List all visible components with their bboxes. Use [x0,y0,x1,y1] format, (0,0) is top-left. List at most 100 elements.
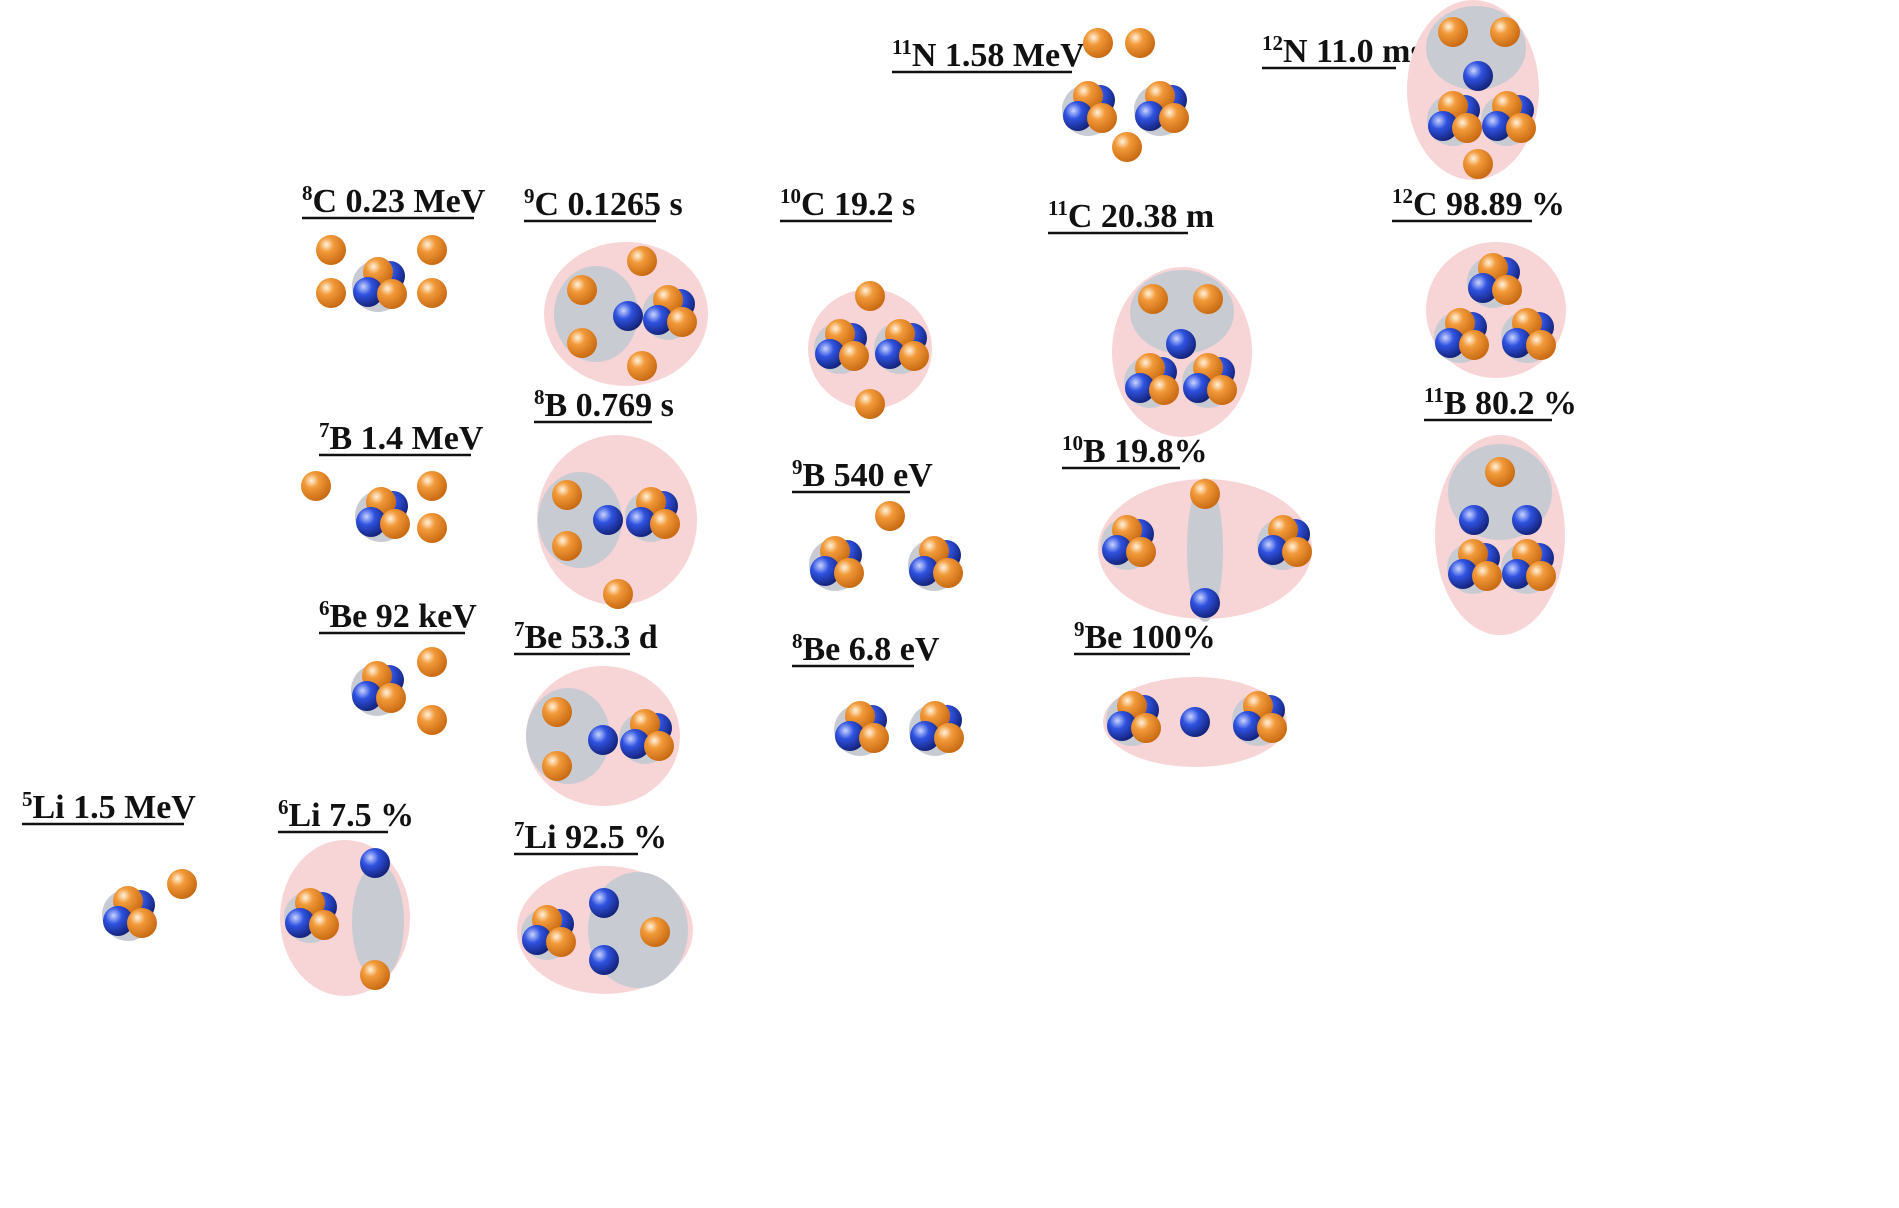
envelope [808,289,932,409]
nuclide-label-c12: 12C 98.89 % [1392,184,1565,223]
nuclide-label-text: 10B 19.8% [1062,431,1208,470]
nuclide-label-text: 11N 1.58 MeV [892,35,1085,74]
nuclide-label-be9: 9Be 100% [1074,617,1216,656]
proton [546,927,576,957]
proton [552,531,582,561]
proton [376,683,406,713]
proton [167,869,197,899]
nuclide-name: N 11.0 ms [1283,33,1424,70]
nuclide-label-text: 9Be 100% [1074,617,1216,656]
nuclide-label-text: 6Li 7.5 % [278,795,414,834]
neutron [352,681,382,711]
nuclide-name: Be 92 keV [330,598,478,635]
proton [301,471,331,501]
mass-number: 6 [278,795,289,819]
neutron [620,729,650,759]
structure-be9 [1103,677,1287,767]
proton [1506,113,1536,143]
nuclide-label-text: 8C 0.23 MeV [302,181,486,220]
neutron [522,925,552,955]
proton [417,705,447,735]
nuclide-label-text: 5Li 1.5 MeV [22,787,196,826]
nuclide-label-b8: 8B 0.769 s [534,385,674,424]
neutron [356,507,386,537]
nuclide-label-c9: 9C 0.1265 s [524,184,683,223]
proton [417,278,447,308]
nuclide-name: Li 92.5 % [525,819,668,856]
neutron [1102,535,1132,565]
neutron [1428,111,1458,141]
mass-number: 7 [514,817,525,841]
nuclide-label-li7: 7Li 92.5 % [514,817,667,856]
proton [316,235,346,265]
mass-number: 12 [1392,184,1413,208]
proton [667,307,697,337]
proton [417,471,447,501]
proton [309,910,339,940]
proton [627,351,657,381]
mass-number: 10 [1062,431,1083,455]
nuclide-name: Li 1.5 MeV [33,789,197,826]
neutron [1183,373,1213,403]
neutron [1258,535,1288,565]
nuclide-label-text: 7Li 92.5 % [514,817,667,856]
proton [1490,17,1520,47]
neutron [626,507,656,537]
mass-number: 8 [534,385,545,409]
nuclide-label-text: 8B 0.769 s [534,385,674,424]
nuclide-label-be7: 7Be 53.3 d [514,617,658,656]
structure-b8 [537,435,697,609]
cluster-shade [1187,478,1223,622]
neutron [1135,101,1165,131]
proton [417,647,447,677]
proton [1083,28,1113,58]
neutron [1463,61,1493,91]
structure-b9 [809,501,963,591]
structure-li5 [102,869,197,941]
nuclide-name: C 19.2 s [801,186,915,223]
proton [1138,284,1168,314]
mass-number: 8 [302,181,313,205]
nuclide-label-text: 12C 98.89 % [1392,184,1565,223]
mass-number: 11 [892,35,912,59]
neutron [1502,559,1532,589]
nuclide-label-c11: 11C 20.38 m [1048,196,1214,235]
neutron [910,721,940,751]
nuclide-label-text: 9C 0.1265 s [524,184,683,223]
proton [1193,284,1223,314]
nuclide-label-c8: 8C 0.23 MeV [302,181,486,220]
proton [933,558,963,588]
proton [1126,537,1156,567]
nuclide-label-text: 9B 540 eV [792,455,933,494]
proton [650,509,680,539]
nuclide-name: B 19.8% [1083,433,1208,470]
proton [1282,537,1312,567]
nuclide-label-c10: 10C 19.2 s [780,184,915,223]
proton [1485,457,1515,487]
proton [1526,330,1556,360]
proton [875,501,905,531]
proton [1190,479,1220,509]
nuclide-label-b9: 9B 540 eV [792,455,933,494]
proton [127,908,157,938]
neutron [1448,559,1478,589]
neutron [810,556,840,586]
mass-number: 11 [1048,196,1068,220]
proton [1463,149,1493,179]
nuclide-name: C 20.38 m [1068,198,1214,235]
mass-number: 10 [780,184,801,208]
nuclide-name: N 1.58 MeV [912,37,1085,74]
proton [1472,561,1502,591]
proton [627,246,657,276]
mass-number: 7 [319,418,330,442]
structure-c12 [1426,242,1566,378]
proton [1257,713,1287,743]
proton [1438,17,1468,47]
proton [552,480,582,510]
nuclide-label-text: 7B 1.4 MeV [319,418,484,457]
mass-number: 6 [319,596,330,620]
nuclide-name: C 0.23 MeV [313,183,486,220]
neutron [1190,588,1220,618]
mass-number: 9 [524,184,535,208]
